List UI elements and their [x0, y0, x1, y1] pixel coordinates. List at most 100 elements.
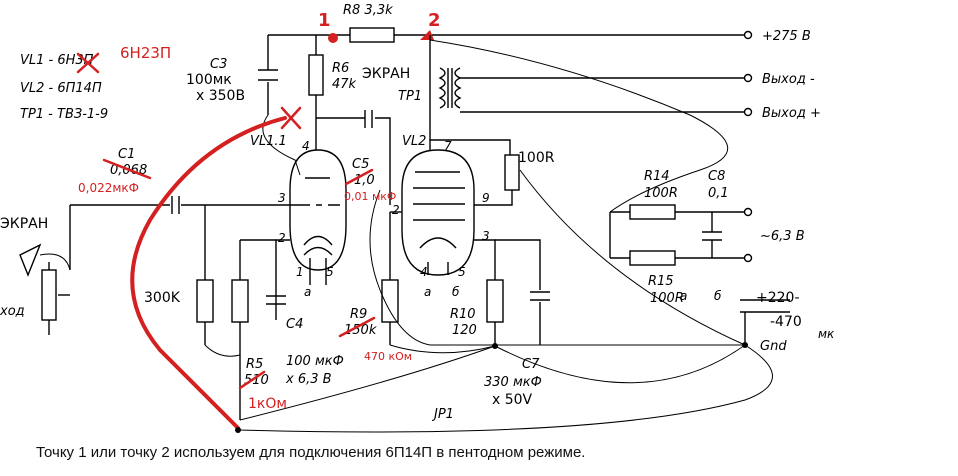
label-jp1: JP1 [431, 407, 454, 422]
capacitor-c7 [530, 291, 550, 301]
red-jumper-wire [130, 116, 287, 430]
label-r14-val: 100R [644, 186, 678, 201]
red-strike-c5 [344, 168, 374, 186]
shield-symbol [19, 243, 42, 277]
terminal-out-plus[interactable] [743, 107, 753, 117]
resistor-r15 [629, 250, 676, 266]
label-c5-new: 0,01 мкФ [344, 190, 396, 203]
pin-vl1-1: 1 [296, 265, 304, 279]
resistor-100r [504, 154, 520, 191]
capacitor-c1 [171, 196, 180, 214]
label-c7-volt: x 50V [492, 392, 533, 408]
label-heater: ~6,3 В [760, 229, 805, 244]
label-c4: C4 [286, 317, 303, 332]
terminal-plus275[interactable] [743, 30, 753, 40]
label-r5-old: 510 [244, 373, 269, 388]
pin-vl2-2: 2 [392, 203, 400, 217]
label-r10: R10 [450, 307, 476, 322]
label-c8-val: 0,1 [708, 186, 729, 201]
label-r15-val: 100R [650, 291, 684, 306]
label-r9: R9 [350, 307, 367, 322]
label-vhod: ход [0, 304, 25, 319]
transformer-primary [438, 67, 446, 109]
terminal-heater-2[interactable] [743, 253, 753, 263]
terminal-out-minus[interactable] [743, 73, 753, 83]
red-strike-c1 [102, 158, 152, 180]
label-vl11: VL1.1 [250, 134, 287, 149]
label-cap-note2: -470 [770, 314, 802, 330]
resistor-300k [196, 279, 214, 323]
label-c1: C1 [118, 147, 135, 162]
red-cross-vl1 [76, 52, 100, 74]
tube-vl1 [289, 149, 347, 271]
label-r15: R15 [648, 274, 674, 289]
label-cap-note1: +220- [756, 290, 800, 306]
label-c1-new: 0,022мкФ [78, 181, 139, 195]
label-c3-volt: x 350В [196, 88, 245, 104]
pin-vl2-a: а [424, 285, 431, 299]
pin-vl1-a: а [304, 285, 311, 299]
pin-vl2-7: 7 [444, 139, 452, 153]
capacitor-c4 [266, 295, 286, 305]
marker-2: 2 [428, 10, 441, 31]
potentiometer [41, 269, 57, 321]
label-r6-val: 47k [332, 77, 357, 92]
terminal-plus275-label: +275 В [762, 29, 811, 44]
caption: Точку 1 или точку 2 используем для подкл… [36, 444, 586, 461]
label-vl2: VL2 [402, 134, 426, 149]
heater-a: а [680, 289, 687, 303]
capacitor-c3 [258, 69, 278, 81]
part-tp1: ТР1 - ТВЗ-1-9 [20, 107, 108, 122]
label-c4-val: 100 мкФ [286, 354, 344, 369]
resistor-r6 [308, 54, 324, 96]
resistor-r8 [349, 27, 395, 43]
red-strike-r5 [238, 370, 266, 390]
resistor-r14 [629, 204, 676, 220]
red-x-mark [280, 106, 302, 130]
label-r10-val: 120 [452, 323, 477, 338]
pin-vl1-3: 3 [278, 191, 286, 205]
pin-vl2-b: б [452, 285, 460, 299]
label-c5: C5 [352, 157, 369, 172]
label-c3: C3 [210, 57, 227, 72]
label-r6: R6 [332, 61, 349, 76]
label-r300: 300K [144, 290, 181, 306]
part-vl1-new: 6Н23П [120, 44, 171, 62]
heater-b: б [714, 289, 722, 303]
label-c7: C7 [522, 357, 540, 372]
terminal-heater-1[interactable] [743, 207, 753, 217]
pin-vl1-5: 5 [326, 265, 334, 279]
label-r9-old: 150k [344, 323, 377, 338]
pin-vl2-4: 4 [420, 265, 428, 279]
label-c7-val: 330 мкФ [484, 375, 542, 390]
label-ekran-left: ЭКРАН [0, 216, 48, 232]
label-r14: R14 [644, 169, 670, 184]
label-c8: C8 [708, 169, 725, 184]
part-vl2: VL2 - 6П14П [20, 81, 102, 96]
label-r5-new: 1кОм [248, 396, 287, 412]
label-c4-volt: x 6,3 В [285, 372, 332, 387]
terminal-out-plus-label: Выход + [762, 106, 821, 121]
resistor-r5 [231, 279, 249, 323]
pin-vl1-4: 4 [302, 139, 310, 153]
capacitor-c8 [702, 231, 722, 241]
label-gnd: Gnd [760, 339, 787, 354]
label-ekran-top: ЭКРАН [362, 66, 410, 82]
label-c3-val: 100мк [186, 72, 232, 88]
pin-vl2-5: 5 [458, 265, 466, 279]
label-r5: R5 [246, 357, 263, 372]
label-r9-new: 470 кОм [364, 350, 412, 363]
red-strike-r9 [338, 316, 376, 338]
part-vl1: VL1 - 6Н3П [20, 53, 94, 68]
transformer-secondary [454, 67, 462, 109]
pin-vl2-9: 9 [482, 191, 490, 205]
label-tp1: ТР1 [398, 89, 422, 104]
marker-1: 1 [318, 10, 331, 31]
pin-vl1-2: 2 [278, 231, 286, 245]
label-cap-note3: мк [818, 327, 835, 341]
label-r8: R8 3,3k [343, 3, 393, 18]
tube-vl2 [401, 149, 475, 276]
point-1-dot [328, 33, 338, 43]
resistor-r10 [486, 279, 504, 323]
